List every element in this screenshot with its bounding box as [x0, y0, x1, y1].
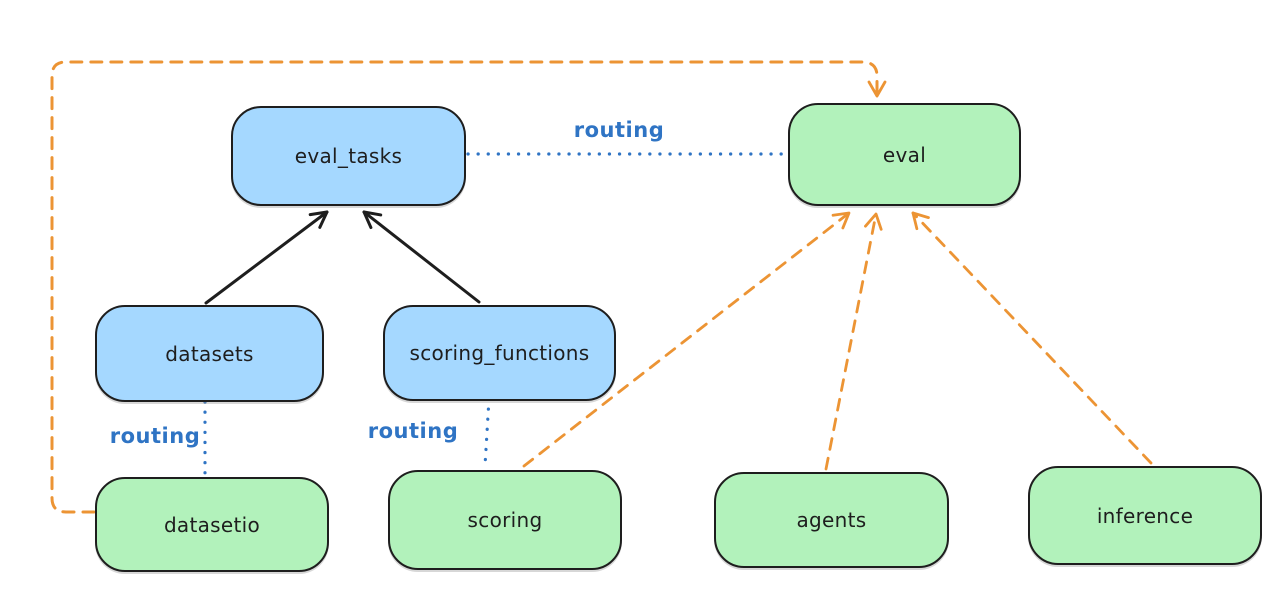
node-datasets-label: datasets — [165, 341, 254, 366]
edge-scoring-to-eval — [522, 211, 851, 468]
edge-datasets-to-eval-tasks — [204, 210, 329, 305]
node-agents: agents — [714, 472, 949, 568]
edge-label-routing-scoring-functions-scoring: routing — [367, 419, 459, 443]
edge-datasetio-to-eval-routed — [50, 60, 887, 514]
node-eval-label: eval — [882, 142, 927, 167]
node-scoring-label: scoring — [467, 508, 543, 532]
node-eval: eval — [788, 103, 1021, 206]
edge-label-routing-datasets-datasetio: routing — [109, 424, 201, 448]
node-inference-label: inference — [1096, 503, 1194, 528]
edge-inference-to-eval — [911, 211, 1153, 465]
edge-scoring-functions-to-scoring-routing — [483, 397, 491, 468]
node-scoring-functions: scoring_functions — [383, 305, 616, 401]
node-eval-tasks: eval_tasks — [231, 106, 466, 206]
node-datasetio: datasetio — [95, 477, 329, 572]
node-inference: inference — [1028, 466, 1262, 565]
edge-agents-to-eval — [824, 212, 883, 471]
edge-label-routing-eval-tasks-eval: routing — [573, 118, 665, 142]
node-datasetio-label: datasetio — [163, 512, 261, 537]
edge-scoring-functions-to-eval-tasks — [362, 210, 481, 304]
node-scoring: scoring — [388, 470, 622, 570]
node-datasets: datasets — [95, 305, 324, 402]
node-eval-tasks-label: eval_tasks — [294, 144, 403, 168]
node-agents-label: agents — [796, 508, 867, 532]
node-scoring-functions-label: scoring_functions — [409, 341, 590, 365]
